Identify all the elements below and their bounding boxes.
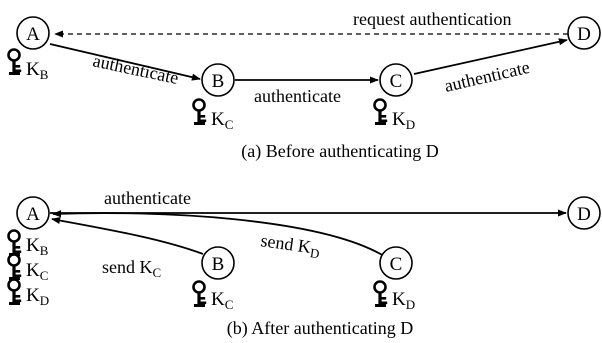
svg-text:KB: KB xyxy=(26,59,49,82)
svg-text:A: A xyxy=(26,204,40,225)
svg-text:B: B xyxy=(212,254,225,275)
key-a-kd: KD xyxy=(7,278,49,308)
svg-text:KD: KD xyxy=(392,109,415,132)
request-authentication-label: request authentication xyxy=(353,9,511,29)
edge-c-to-a-label: send KD xyxy=(259,230,322,261)
key-a-kb: KB xyxy=(7,48,49,82)
node-c: C xyxy=(379,246,413,280)
node-b: B xyxy=(201,63,235,97)
svg-text:KC: KC xyxy=(211,109,233,132)
key-b-kc: KC xyxy=(192,280,233,312)
caption-a: (a) Before authenticating D xyxy=(241,141,438,162)
svg-text:KC: KC xyxy=(26,260,48,283)
edge-c-to-a xyxy=(52,210,385,257)
key-icon xyxy=(7,48,23,77)
node-d: D xyxy=(567,16,601,50)
caption-b: (b) After authenticating D xyxy=(227,318,413,339)
edge-c-to-d xyxy=(413,38,568,75)
key-icon xyxy=(192,98,208,127)
key-c-kd: KD xyxy=(373,280,415,312)
key-a-kc: KC xyxy=(7,253,48,283)
key-icon xyxy=(7,229,23,258)
svg-text:B: B xyxy=(212,71,225,92)
node-a: A xyxy=(16,196,50,230)
key-icon xyxy=(7,278,23,307)
svg-text:A: A xyxy=(26,24,40,45)
svg-text:D: D xyxy=(577,204,591,225)
svg-text:KC: KC xyxy=(211,289,233,312)
key-c-kd: KD xyxy=(373,98,415,132)
key-icon xyxy=(7,253,23,282)
svg-text:C: C xyxy=(390,71,403,92)
edge-a-to-d-label: authenticate xyxy=(104,188,191,208)
node-c: C xyxy=(379,63,413,97)
svg-text:D: D xyxy=(577,24,591,45)
key-a-kb: KB xyxy=(7,229,49,258)
key-icon xyxy=(192,280,208,309)
svg-text:KD: KD xyxy=(26,285,49,308)
edge-a-to-b-label: authenticate xyxy=(91,50,180,88)
edge-a-to-b xyxy=(49,43,201,81)
edge-b-to-a xyxy=(51,216,204,255)
svg-text:C: C xyxy=(390,254,403,275)
key-icon xyxy=(373,280,389,309)
node-a: A xyxy=(16,16,50,50)
key-icon xyxy=(373,98,389,127)
diagram-a: request authentication authenticate auth… xyxy=(7,9,601,162)
svg-text:KD: KD xyxy=(392,289,415,312)
key-b-kc: KC xyxy=(192,98,233,132)
node-b: B xyxy=(201,246,235,280)
edge-b-to-a-label: send KC xyxy=(102,257,161,280)
svg-text:KB: KB xyxy=(26,235,49,258)
diagram-b: authenticate send KC send KD A B C D xyxy=(7,188,601,339)
edge-c-to-d-label: authenticate xyxy=(442,57,531,96)
edge-b-to-c-label: authenticate xyxy=(254,86,341,106)
node-d: D xyxy=(567,196,601,230)
